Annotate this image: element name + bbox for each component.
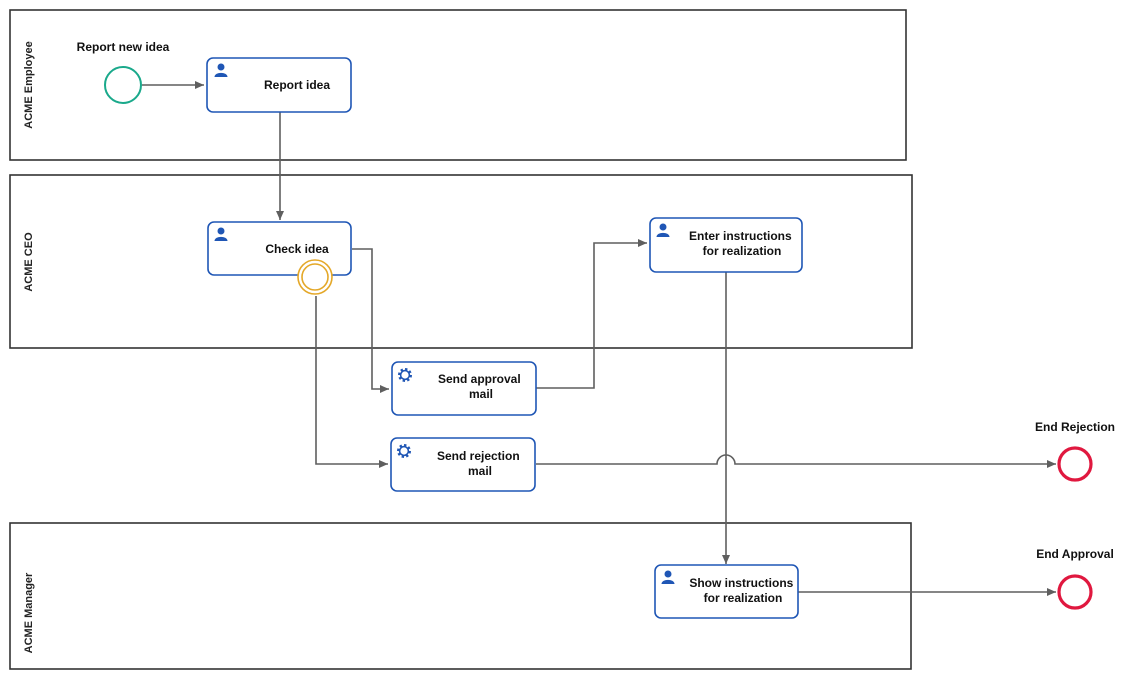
lane-acme-manager[interactable]: ACME Manager	[9, 522, 912, 670]
flow-approval-to-enter[interactable]	[536, 239, 647, 389]
end-event-approval[interactable]	[1057, 574, 1093, 610]
task-label: Check idea	[265, 242, 329, 256]
gear-icon	[397, 444, 411, 458]
task-label-line: mail	[468, 464, 492, 478]
lane-title: ACME Employee	[23, 41, 35, 128]
user-icon	[656, 223, 670, 237]
task-label-line: for realization	[703, 244, 782, 258]
lane-title: ACME CEO	[23, 232, 35, 292]
task-report-idea[interactable]: Report idea	[206, 57, 352, 113]
flow-rejection-to-end[interactable]	[536, 454, 1056, 468]
end-rejection-label: End Rejection	[1035, 420, 1115, 434]
svg-text:Send rejection mail: Send rejection mail	[437, 449, 523, 478]
start-event-label: Report new idea	[77, 40, 170, 54]
lane-title: ACME Manager	[23, 572, 35, 653]
task-label-line: for realization	[704, 591, 783, 605]
svg-text:Check idea: Check idea	[265, 242, 329, 256]
user-icon	[214, 227, 228, 241]
user-icon	[214, 63, 228, 77]
svg-text:Report idea: Report idea	[264, 78, 330, 92]
user-icon	[661, 570, 675, 584]
flow-boundary-to-rejection[interactable]	[315, 296, 388, 468]
task-send-rejection-mail[interactable]: Send rejection mail	[390, 437, 536, 492]
task-label-line: mail	[469, 387, 493, 401]
task-label-line: Send rejection	[437, 449, 520, 463]
task-label: Report idea	[264, 78, 330, 92]
flow-check-to-approval[interactable]	[352, 248, 389, 393]
task-show-instructions[interactable]: Show instructions for realization	[654, 564, 799, 619]
boundary-event[interactable]	[297, 259, 333, 295]
svg-text:Show instructions for re: Show instructions for realization	[689, 576, 796, 605]
task-label-line: Show instructions	[689, 576, 793, 590]
task-enter-instructions[interactable]: Enter instructions for realization	[649, 217, 803, 273]
lane-acme-ceo[interactable]: ACME CEO	[9, 174, 913, 349]
end-event-rejection[interactable]	[1057, 446, 1093, 482]
lane-acme-employee[interactable]: ACME Employee	[9, 9, 907, 161]
gear-icon	[398, 368, 412, 382]
task-send-approval-mail[interactable]: Send approval mail	[391, 361, 537, 416]
end-approval-label: End Approval	[1036, 547, 1114, 561]
task-label-line: Send approval	[438, 372, 521, 386]
start-event[interactable]	[104, 66, 142, 104]
svg-text:Send approval mail: Send approval mail	[438, 372, 524, 401]
svg-text:Enter instructions for r: Enter instructions for realization	[689, 229, 795, 258]
task-label-line: Enter instructions	[689, 229, 792, 243]
